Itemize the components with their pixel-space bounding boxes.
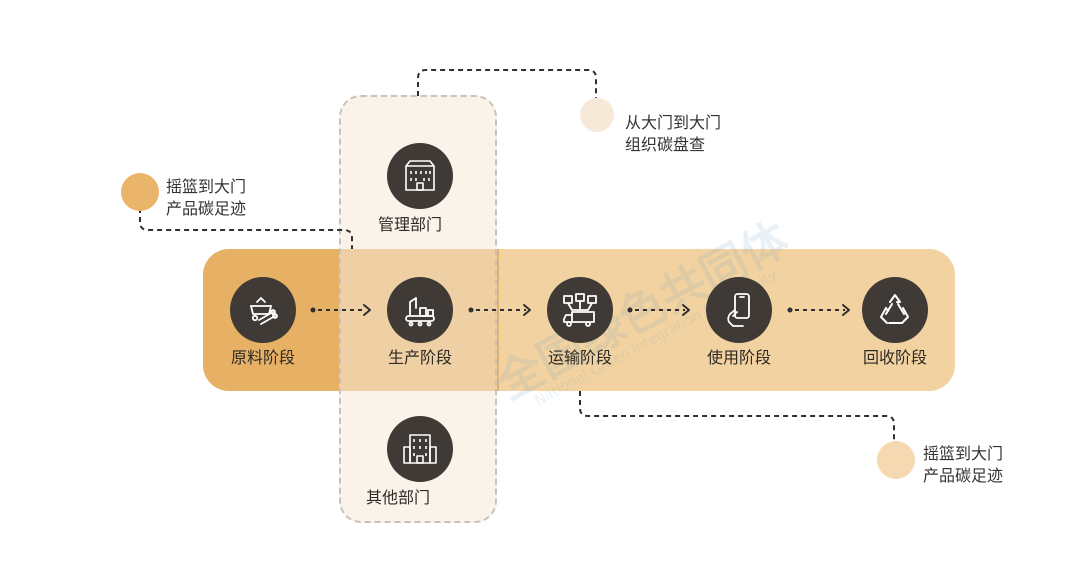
cradle-bottom-line2: 产品碳足迹 [923, 466, 1004, 485]
cradle-top-line1: 摇篮到大门 [166, 177, 247, 196]
cradle-top-note: 摇篮到大门 产品碳足迹 [166, 176, 246, 220]
gate-line1: 从大门到大门 [625, 113, 722, 132]
stage-label-recycle: 回收阶段 [862, 348, 928, 367]
stage-label-production: 生产阶段 [387, 348, 453, 367]
cradle-top-marker [121, 173, 159, 211]
recycle-icon [880, 294, 909, 324]
arrow-head-2 [523, 304, 531, 316]
raw-materials-node [230, 277, 296, 343]
other-department-node [387, 416, 453, 482]
smartphone-icon [727, 293, 750, 327]
arrow-head-4 [842, 304, 850, 316]
management-node [387, 143, 453, 209]
raw-materials-icon [249, 296, 278, 325]
stage-label-use: 使用阶段 [706, 348, 772, 367]
gate-marker [580, 98, 614, 132]
department-label-management: 管理部门 [377, 215, 443, 234]
cradle-top-line2: 产品碳足迹 [166, 199, 247, 218]
stage-label-transport: 运输阶段 [547, 348, 613, 367]
production-node [387, 277, 453, 343]
cradle-bottom-connector [579, 391, 895, 442]
stage-label-raw: 原料阶段 [230, 348, 296, 367]
gate-note: 从大门到大门 组织碳盘查 [625, 112, 721, 156]
cradle-bottom-note: 摇篮到大门 产品碳足迹 [923, 443, 1003, 487]
apartment-building-icon [403, 434, 437, 464]
gate-connector [417, 69, 597, 98]
gate-line2: 组织碳盘查 [625, 135, 706, 154]
arrow-head-3 [682, 304, 690, 316]
production-line-icon [405, 297, 435, 327]
cradle-bottom-line1: 摇篮到大门 [923, 444, 1004, 463]
arrow-head-1 [363, 304, 371, 316]
cradle-bottom-marker [877, 441, 915, 479]
use-node [706, 277, 772, 343]
delivery-truck-icon [563, 293, 597, 327]
transport-node [547, 277, 613, 343]
recycle-node [862, 277, 928, 343]
department-label-other: 其他部门 [365, 488, 431, 507]
office-building-icon [405, 160, 435, 191]
